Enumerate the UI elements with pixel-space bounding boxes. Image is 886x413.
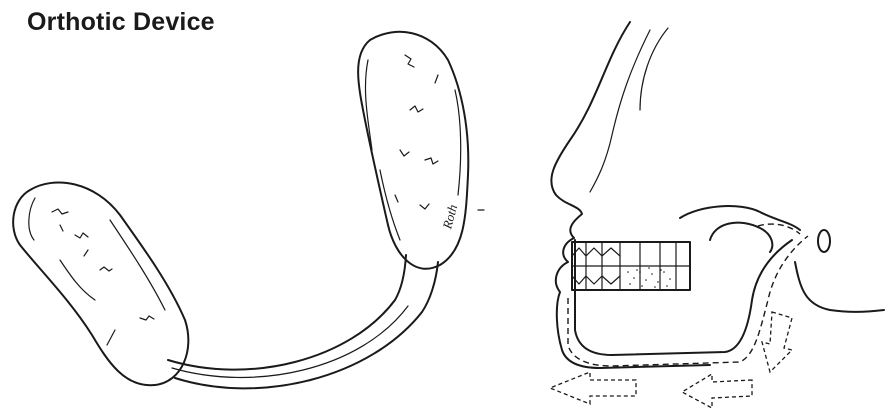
arrow-down — [762, 312, 792, 372]
orthotic-device: Roth — [13, 32, 484, 389]
left-splint-pad — [13, 182, 188, 385]
face-profile — [551, 22, 884, 368]
ear-canal — [818, 230, 830, 252]
movement-arrows — [550, 312, 792, 408]
lingual-bar — [168, 255, 438, 388]
teeth — [572, 242, 690, 290]
splint-stipple — [627, 267, 671, 288]
arrow-left — [550, 372, 636, 404]
artist-signature: Roth — [439, 203, 460, 232]
right-splint-pad — [358, 32, 468, 269]
arrow-left-right — [682, 374, 752, 408]
